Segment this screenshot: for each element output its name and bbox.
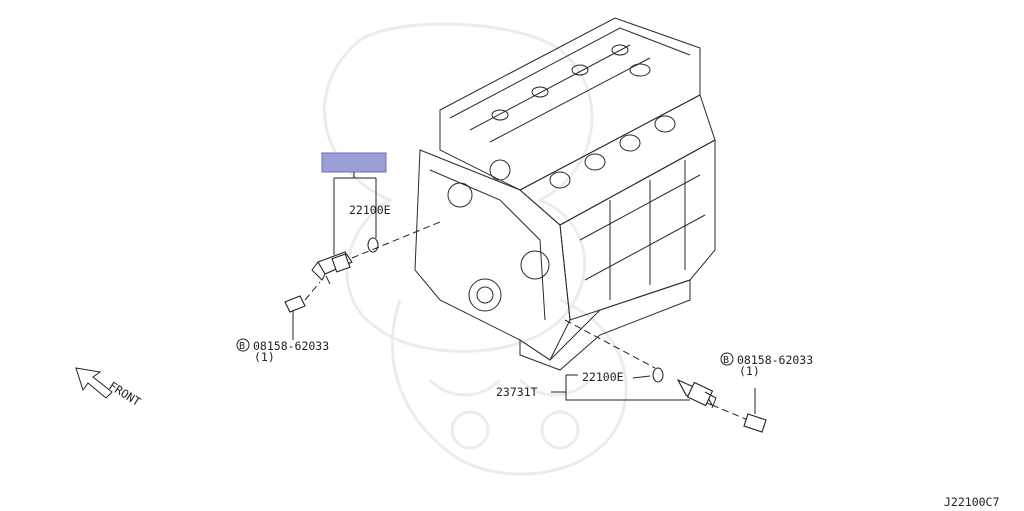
front-arrow: FRONT [75, 367, 143, 409]
engine-block-illustration [414, 17, 716, 371]
left-sensor[interactable] [311, 251, 353, 285]
left-o-ring[interactable] [367, 237, 379, 253]
highlighted-part-label[interactable] [321, 152, 387, 173]
left-bolt[interactable] [284, 295, 306, 340]
right-bolt-number: 08158-62033 [737, 353, 813, 367]
left-bolt-number: 08158-62033 [253, 339, 329, 353]
left-part-label: 22100E [349, 203, 391, 217]
right-sensor[interactable] [676, 378, 717, 409]
right-bolt-qty: (1) [739, 364, 760, 378]
right-sensor-group: 22100E 23731T B 08158-62033 (1) [496, 319, 813, 433]
right-assembly-label: 23731T [496, 385, 538, 399]
left-bolt-qty: (1) [254, 350, 275, 364]
right-bolt-symbol: B [723, 355, 729, 366]
right-o-ring[interactable] [652, 367, 664, 383]
right-part-label: 22100E [582, 370, 624, 384]
left-sensor-group: 22100E B 08158-62033 (1) [236, 152, 441, 364]
right-bolt[interactable] [743, 388, 767, 433]
watermark [323, 22, 628, 476]
left-bolt-symbol: B [239, 341, 245, 352]
diagram-code: J22100C7 [944, 495, 999, 509]
front-label: FRONT [106, 379, 143, 409]
